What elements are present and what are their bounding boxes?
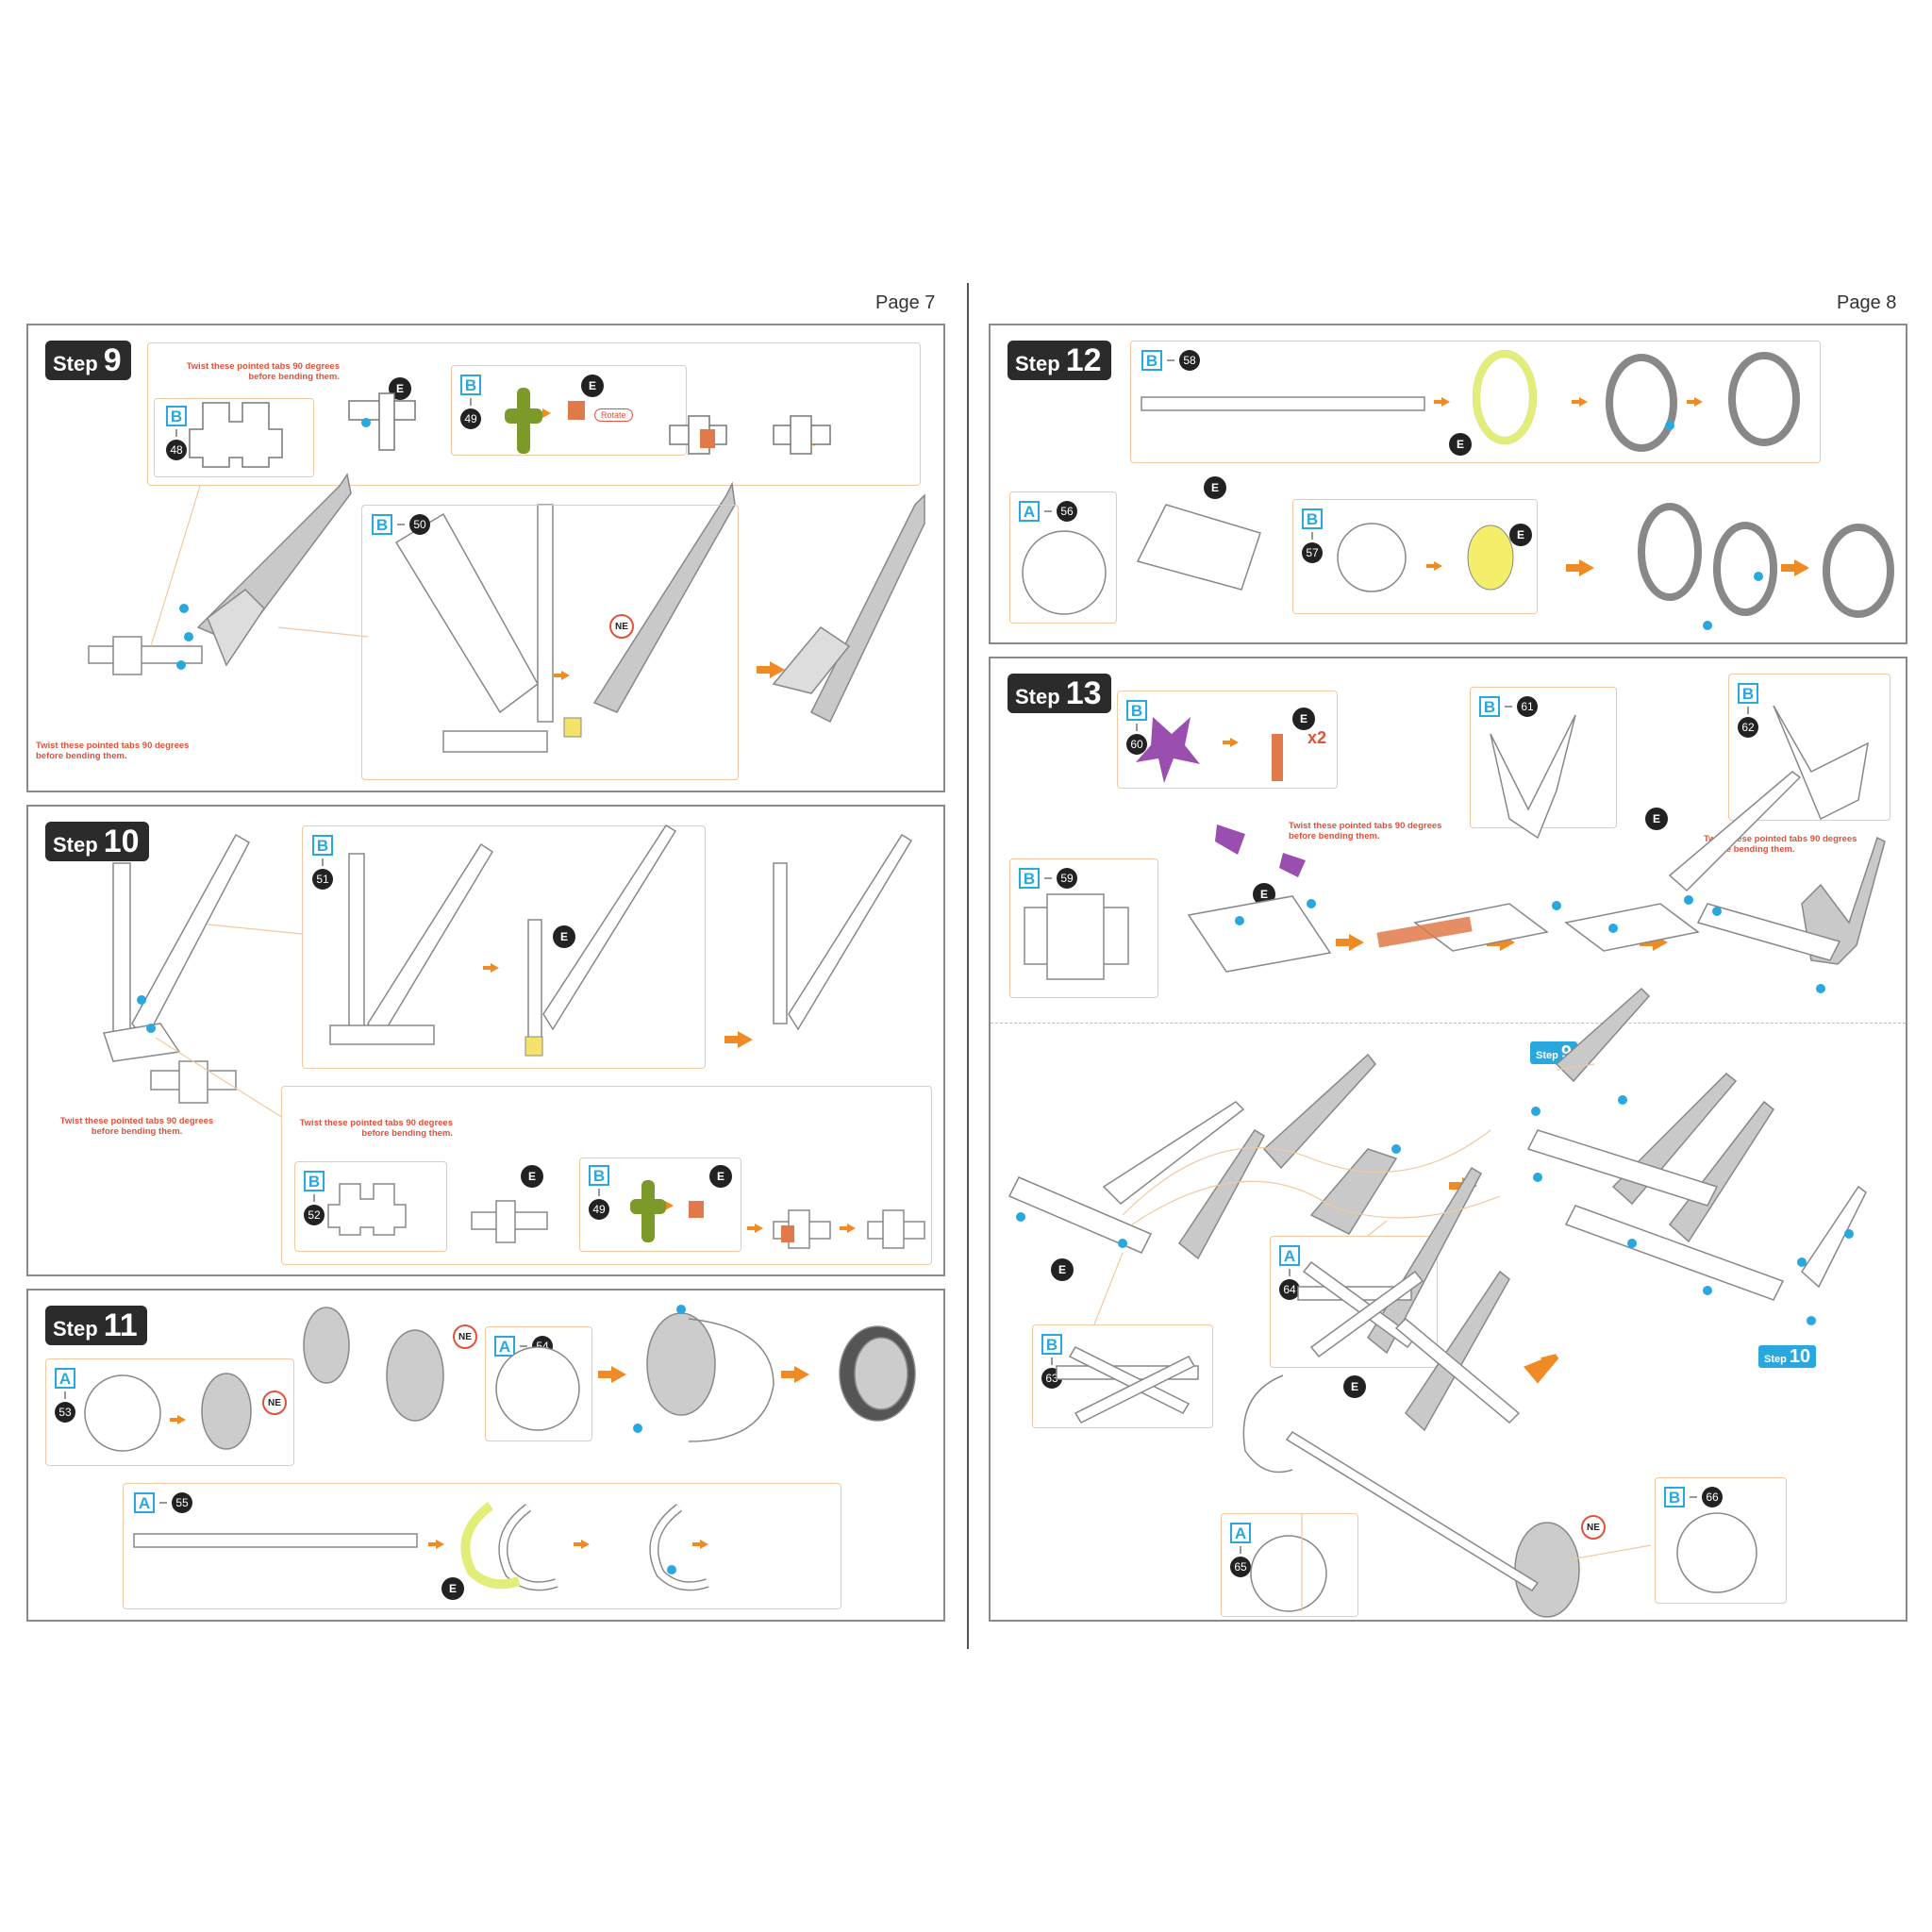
- page-number-right: Page 8: [1837, 292, 1897, 313]
- e-marker: E: [521, 1165, 543, 1188]
- orange-arrow-icon: [1781, 559, 1809, 576]
- e-marker: E: [581, 375, 604, 397]
- step-13-upper-art: [1024, 705, 1886, 993]
- orange-arrow-icon: [840, 1224, 856, 1233]
- page-spine: [967, 283, 969, 1649]
- orange-arrow-icon: [1687, 397, 1703, 407]
- ne-marker: NE: [262, 1391, 287, 1415]
- e-marker: E: [1292, 708, 1315, 730]
- orange-arrow-icon: [1566, 559, 1594, 576]
- step-11-parts-art: [84, 1305, 916, 1452]
- orange-arrow-icon: [724, 1031, 753, 1048]
- e-marker: E: [1204, 476, 1226, 499]
- orange-arrow-icon: [1336, 934, 1364, 951]
- orange-arrow-icon: [1223, 738, 1239, 747]
- orange-arrow-icon: [781, 1366, 809, 1383]
- ne-marker: NE: [1581, 1515, 1606, 1540]
- e-marker: E: [1343, 1375, 1366, 1398]
- ne-marker: NE: [453, 1324, 477, 1349]
- orange-arrow-icon: [757, 661, 785, 678]
- e-marker: E: [441, 1577, 464, 1600]
- step-9-parts-art: [88, 388, 925, 753]
- ne-marker: NE: [609, 614, 634, 639]
- orange-arrow-icon: [1426, 561, 1442, 571]
- step-13-part-61-panel: [1470, 687, 1617, 828]
- orange-arrow-icon: [428, 1540, 444, 1549]
- step-9-part-50-panel: [361, 505, 739, 780]
- page-number-left: Page 7: [875, 292, 936, 313]
- orange-arrow-icon: [554, 671, 570, 680]
- step-12-parts-art: [1022, 350, 1894, 630]
- step-10-parts-art: [103, 824, 913, 1119]
- orange-arrow-icon: [1572, 397, 1588, 407]
- e-marker: E: [1449, 433, 1472, 456]
- rotate-label: Rotate: [594, 408, 633, 422]
- orange-arrow-icon: [483, 963, 499, 973]
- e-marker: E: [709, 1165, 732, 1188]
- quantity-x2: x2: [1307, 728, 1327, 747]
- orange-arrow-icon: [692, 1540, 708, 1549]
- step-10-bottom-art: [327, 1180, 925, 1249]
- e-marker: E: [553, 925, 575, 948]
- e-marker: E: [1509, 524, 1532, 546]
- orange-arrow-icon: [747, 1224, 763, 1233]
- e-marker: E: [1051, 1258, 1074, 1281]
- orange-arrow-icon: [1434, 397, 1450, 407]
- step-13-lower-art: [1008, 987, 1867, 1618]
- e-marker: E: [1645, 808, 1668, 830]
- step-11-strip-art: [133, 1502, 709, 1591]
- orange-arrow-icon: [170, 1415, 186, 1424]
- step-13-divider: [991, 1023, 1906, 1024]
- orange-arrow-icon: [574, 1540, 590, 1549]
- orange-arrow-icon: [598, 1366, 626, 1383]
